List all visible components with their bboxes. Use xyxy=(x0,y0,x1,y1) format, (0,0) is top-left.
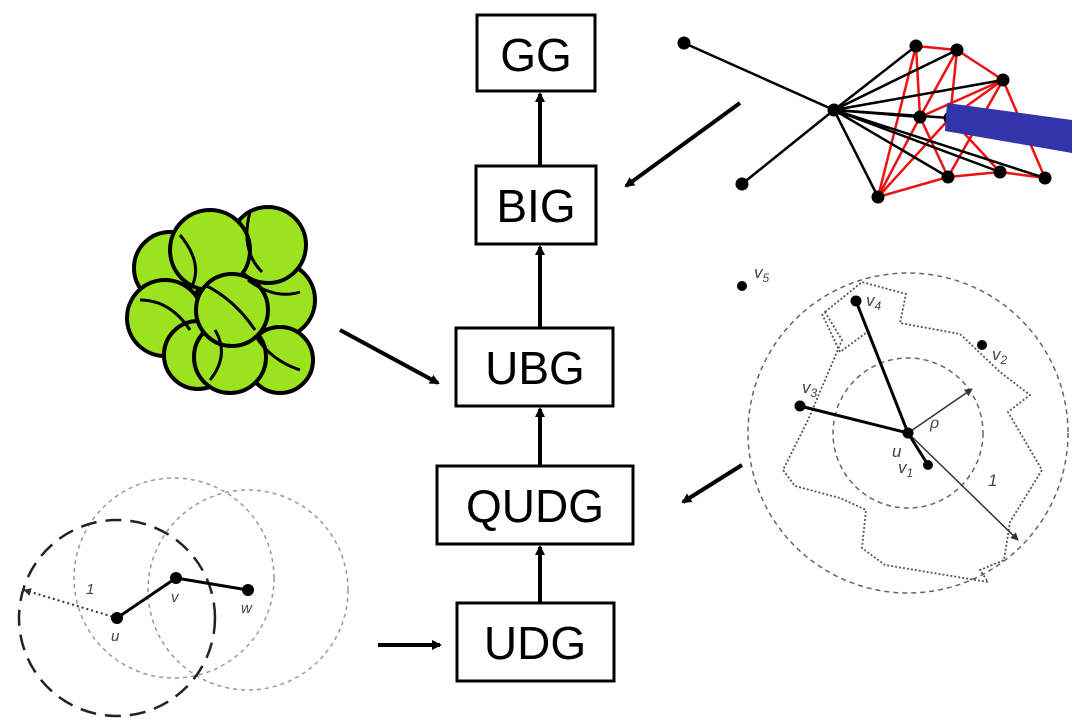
box-gg: GG xyxy=(475,13,597,93)
udg-node-w-label: w xyxy=(241,600,253,617)
udg-node-v-label: v xyxy=(171,589,180,606)
label-ubg: UBG xyxy=(485,342,585,394)
label-qudg: QUDG xyxy=(466,480,604,532)
qudg-v3-label: v3 xyxy=(802,378,818,400)
box-udg: UDG xyxy=(455,601,616,683)
label-gg: GG xyxy=(500,29,572,81)
box-qudg: QUDG xyxy=(435,464,635,546)
unit-balls-illustration xyxy=(125,205,317,395)
arrow-graph-to-big xyxy=(624,101,742,188)
box-ubg: UBG xyxy=(454,326,615,408)
box-big: BIG xyxy=(474,164,598,246)
qudg-v5-label: v5 xyxy=(754,263,770,285)
qudg-v1-label: v1 xyxy=(898,458,913,480)
udg-example-illustration: 1 u v w xyxy=(17,477,349,718)
label-udg: UDG xyxy=(484,617,586,669)
blue-bar xyxy=(945,103,1072,153)
qudg-example-illustration: v5 v4 v2 v3 u v1 ρ 1 xyxy=(737,263,1069,594)
arrow-balls-to-ubg xyxy=(339,328,440,385)
qudg-outer-radius-label: 1 xyxy=(988,471,997,490)
udg-node-u-label: u xyxy=(111,628,120,645)
qudg-v2-label: v2 xyxy=(992,345,1008,367)
qudg-u-label: u xyxy=(892,442,902,461)
udg-radius-label: 1 xyxy=(86,581,94,598)
big-graph-illustration xyxy=(677,36,1072,204)
qudg-rho-label: ρ xyxy=(929,415,939,432)
label-big: BIG xyxy=(496,180,575,232)
qudg-v4-label: v4 xyxy=(866,291,882,313)
arrow-quasi-to-qudg xyxy=(681,463,744,504)
